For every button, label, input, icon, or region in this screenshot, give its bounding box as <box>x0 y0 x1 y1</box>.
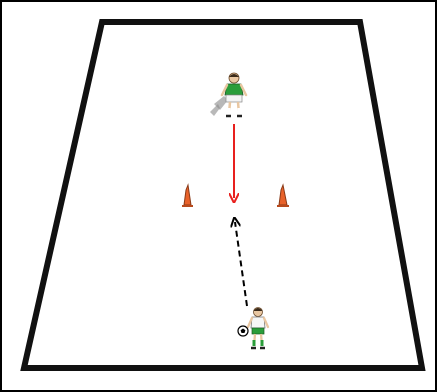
pitch <box>20 19 426 371</box>
cone-icon <box>182 183 193 207</box>
player-white-shirt-icon <box>246 307 270 350</box>
player-green-shirt-icon <box>210 72 248 118</box>
cone-icon <box>277 183 289 207</box>
soccer-ball-icon <box>237 325 249 337</box>
run-arrow <box>235 222 248 307</box>
